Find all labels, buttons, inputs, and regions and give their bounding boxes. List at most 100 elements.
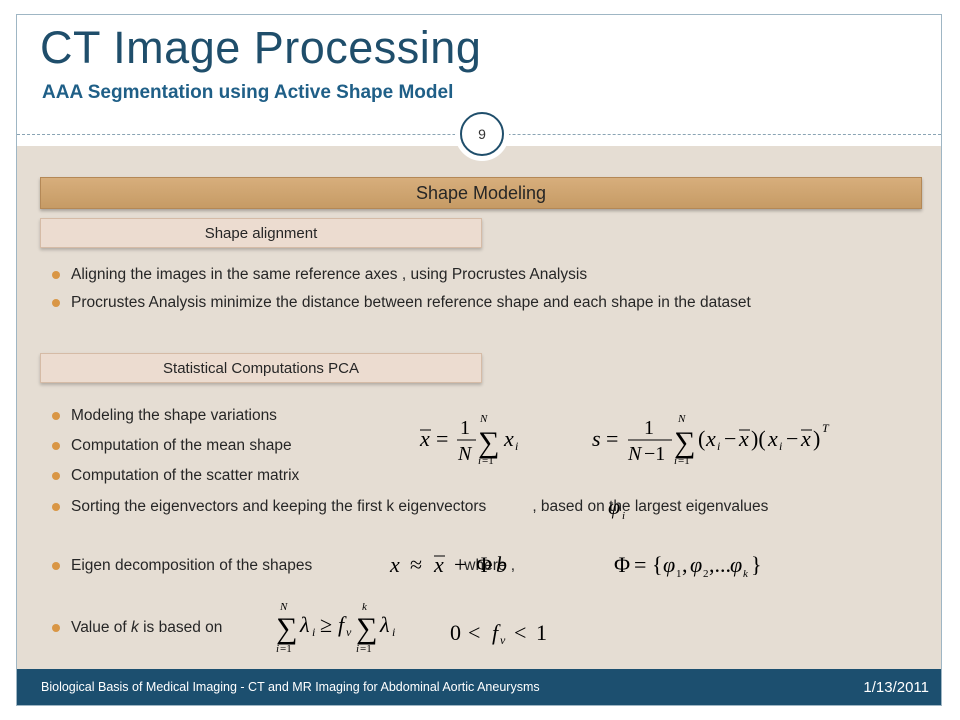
svg-text:i: i	[276, 643, 279, 655]
svg-text:=: =	[606, 426, 618, 451]
svg-text:i: i	[674, 455, 677, 467]
list-item: Procrustes Analysis minimize the distanc…	[52, 293, 872, 313]
svg-text:=1: =1	[678, 455, 690, 467]
svg-text:v: v	[500, 633, 506, 647]
mean-shape-formula-graphic: x = 1 N N ∑ i =1 x i	[419, 413, 518, 467]
svg-text:x: x	[433, 552, 444, 577]
svg-text:,...: ,...	[709, 552, 731, 577]
fv-range-inequality: 0 < f v < 1	[448, 618, 558, 653]
list-item: Modeling the shape variations	[52, 406, 392, 426]
eigen-decomp-where: where ,	[464, 557, 516, 574]
svg-text:=1: =1	[482, 455, 494, 467]
svg-text:{: {	[652, 552, 663, 577]
svg-text:s: s	[592, 426, 601, 451]
svg-text:i: i	[356, 643, 359, 655]
mean-shape-equation: x = 1 N N ∑ i =1 x i	[418, 412, 548, 469]
svg-text:k: k	[362, 601, 368, 613]
svg-text:−: −	[724, 426, 736, 451]
list-item: Computation of the scatter matrix	[52, 466, 392, 486]
svg-text:x: x	[503, 426, 514, 451]
svg-text:N: N	[279, 601, 288, 613]
k-value-text: Value of	[71, 619, 132, 636]
svg-text:N: N	[627, 443, 643, 465]
svg-text:2: 2	[703, 568, 709, 580]
k-value-text-after: is based on	[138, 619, 223, 636]
page-number-badge: 9	[460, 112, 504, 156]
phi-set-graphic: Φ = { φ 1 , φ 2 ,... φ k }	[614, 552, 762, 580]
svg-text:N: N	[457, 443, 473, 465]
svg-text:i: i	[717, 439, 720, 453]
svg-text:v: v	[346, 625, 352, 639]
svg-text:φ: φ	[608, 494, 620, 519]
svg-text:λ: λ	[299, 612, 310, 637]
scatter-matrix-formula-graphic: s = 1 N −1 N ∑ i =1 ( x i − x )( x i − x…	[592, 413, 830, 467]
svg-text:T: T	[822, 421, 830, 435]
svg-text:φ: φ	[690, 552, 702, 577]
svg-text:λ: λ	[379, 612, 390, 637]
svg-text:b: b	[496, 552, 507, 577]
svg-text:}: }	[751, 552, 762, 577]
pca-heading: Statistical Computations PCA	[163, 359, 359, 377]
alignment-bullet-list: Aligning the images in the same referenc…	[52, 265, 872, 313]
svg-text:x: x	[389, 552, 400, 577]
eigenvalue-sum-graphic: N ∑ i =1 λ i ≥ f v k ∑ i =1 λ i	[276, 601, 395, 655]
eigen-sort-bullet: Sorting the eigenvectors and keeping the…	[52, 497, 852, 517]
pca-heading-bar: Statistical Computations PCA	[40, 353, 482, 383]
svg-text:<: <	[514, 620, 526, 645]
svg-text:k: k	[743, 568, 749, 580]
svg-text:<: <	[468, 620, 480, 645]
list-item: Aligning the images in the same referenc…	[52, 265, 872, 285]
svg-text:(: (	[698, 426, 705, 451]
list-item: Eigen decomposition of the shapes where ,	[52, 556, 652, 576]
svg-text:,: ,	[682, 552, 688, 577]
eigen-sort-text: Sorting the eigenvectors and keeping the…	[71, 498, 487, 515]
slide-subtitle: AAA Segmentation using Active Shape Mode…	[42, 82, 454, 103]
slide-footer: Biological Basis of Medical Imaging - CT…	[17, 669, 941, 705]
svg-text:∑: ∑	[356, 612, 377, 645]
k-variable: k	[131, 619, 139, 636]
footer-date: 1/13/2011	[863, 678, 929, 696]
pca-bullet-list: Modeling the shape variations Computatio…	[52, 406, 392, 486]
svg-text:x: x	[419, 426, 430, 451]
svg-text:N: N	[677, 413, 686, 425]
svg-text:=: =	[436, 426, 448, 451]
scatter-matrix-equation: s = 1 N −1 N ∑ i =1 ( x i − x )( x i − x…	[588, 412, 848, 469]
svg-text:Φ: Φ	[476, 552, 492, 577]
svg-text:φ: φ	[730, 552, 742, 577]
svg-text:∑: ∑	[478, 426, 499, 459]
svg-text:=: =	[634, 552, 646, 577]
svg-text:Φ: Φ	[614, 552, 630, 577]
eigenvalue-sum-inequality: N ∑ i =1 λ i ≥ f v k ∑ i =1 λ i	[272, 598, 412, 661]
eigen-decomp-text: Eigen decomposition of the shapes	[71, 557, 313, 574]
svg-text:)(: )(	[751, 426, 766, 451]
eigen-decomposition-formula: x ≈ x + Φ b	[388, 550, 528, 585]
svg-text:i: i	[312, 625, 315, 639]
eigen-decomposition-graphic: x ≈ x + Φ b	[389, 552, 507, 577]
phi-set-formula: Φ = { φ 1 , φ 2 ,... φ k }	[612, 550, 782, 585]
footer-text: Biological Basis of Medical Imaging - CT…	[41, 680, 540, 694]
svg-text:i: i	[392, 625, 395, 639]
svg-text:1: 1	[676, 568, 682, 580]
svg-text:N: N	[479, 413, 488, 425]
list-item: Computation of the mean shape	[52, 436, 392, 456]
svg-text:φ: φ	[663, 552, 675, 577]
svg-text:x: x	[705, 426, 716, 451]
section-heading-bar: Shape Modeling	[40, 177, 922, 209]
svg-text:−1: −1	[644, 443, 665, 465]
svg-text:0: 0	[450, 620, 461, 645]
svg-text:): )	[813, 426, 820, 451]
svg-text:i: i	[515, 439, 518, 453]
svg-text:x: x	[800, 426, 811, 451]
svg-text:≥: ≥	[320, 612, 332, 637]
slide-title: CT Image Processing	[40, 22, 482, 73]
svg-text:x: x	[767, 426, 778, 451]
section-heading: Shape Modeling	[415, 182, 547, 203]
svg-text:1: 1	[644, 417, 654, 439]
phi-i-graphic: φ i	[608, 494, 625, 522]
k-value-bullet: Value of k is based on	[52, 618, 352, 638]
svg-text:∑: ∑	[276, 612, 297, 645]
list-item: Sorting the eigenvectors and keeping the…	[52, 497, 852, 517]
phi-i-symbol: φ i	[606, 494, 642, 527]
svg-text:∑: ∑	[674, 426, 695, 459]
svg-text:+: +	[454, 552, 466, 577]
